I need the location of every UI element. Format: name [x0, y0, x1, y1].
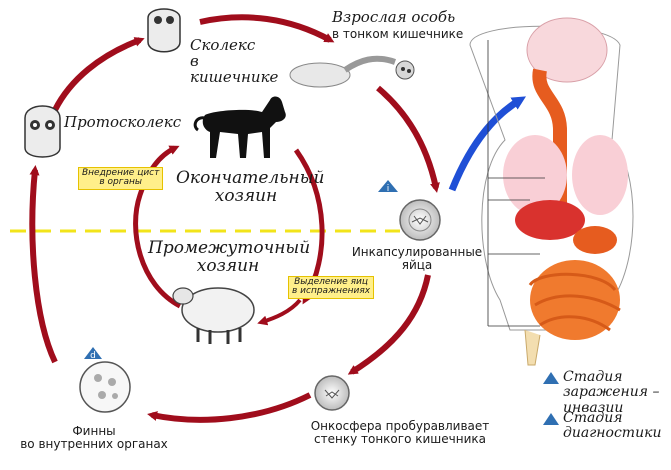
blue-arrow-to-body — [448, 96, 527, 192]
note-cyst-introduction: Внедрение цист в органы — [78, 167, 164, 190]
badge-d-text: d — [90, 351, 96, 361]
legend-diagnostic-text: Стадия диагностики — [563, 410, 662, 442]
cycle-arrow-protoscolex-to-scolex — [52, 37, 145, 112]
label-encapsulated-eggs: Инкапсулированные яйца — [351, 245, 483, 272]
adult-worm-icon — [289, 55, 415, 88]
label-adult: Взрослая особь — [332, 8, 456, 26]
cycle-arrow-cysts-to-protoscolex — [29, 165, 58, 364]
dog-icon — [193, 96, 286, 158]
legend-diagnostic: Стадия диагностики — [563, 410, 662, 442]
legend-infective: Стадия заражения – инвазии — [563, 369, 671, 416]
scolex-icon — [147, 8, 181, 53]
protoscolex-icon — [24, 105, 61, 158]
cyst-icon — [79, 361, 131, 413]
infective-badge-diagram: i — [378, 180, 398, 194]
note-egg-release: Выделение яиц в испражнениях — [288, 276, 375, 299]
diagnostic-badge-diagram: d — [84, 347, 102, 361]
encapsulated-egg-icon — [399, 199, 441, 241]
label-protoscolex: Протосколекс — [64, 113, 182, 131]
cycle-arrow-eggs-to-oncosphere — [347, 274, 431, 375]
legend-diagnostic-badge — [543, 413, 559, 425]
label-definitive-host: Окончательный хозяин — [176, 168, 325, 206]
label-scolex: Сколекс в кишечнике — [190, 36, 279, 86]
label-adult-sub: в тонком кишечнике — [332, 27, 464, 41]
sheep-icon — [172, 287, 255, 344]
legend-infective-badge — [543, 372, 559, 384]
inner-arrow-to-sheep — [257, 298, 302, 326]
inner-arrow-sheep-to-dog — [133, 145, 182, 309]
label-oncosphere: Онкосфера пробуравливает стенку тонкого … — [310, 419, 490, 446]
cycle-arrow-adult-to-eggs — [376, 85, 440, 193]
cycle-arrow-scolex-to-adult — [199, 14, 335, 43]
oncosphere-icon — [314, 375, 350, 411]
cycle-arrow-oncosphere-to-cysts — [147, 392, 312, 423]
label-cysts: Финны во внутренних органах — [20, 424, 168, 451]
legend-infective-text: Стадия заражения – инвазии — [563, 369, 660, 416]
badge-i-text: i — [387, 184, 390, 194]
label-intermediate-host: Промежуточный хозяин — [148, 238, 311, 276]
human-body-icon — [469, 17, 634, 366]
